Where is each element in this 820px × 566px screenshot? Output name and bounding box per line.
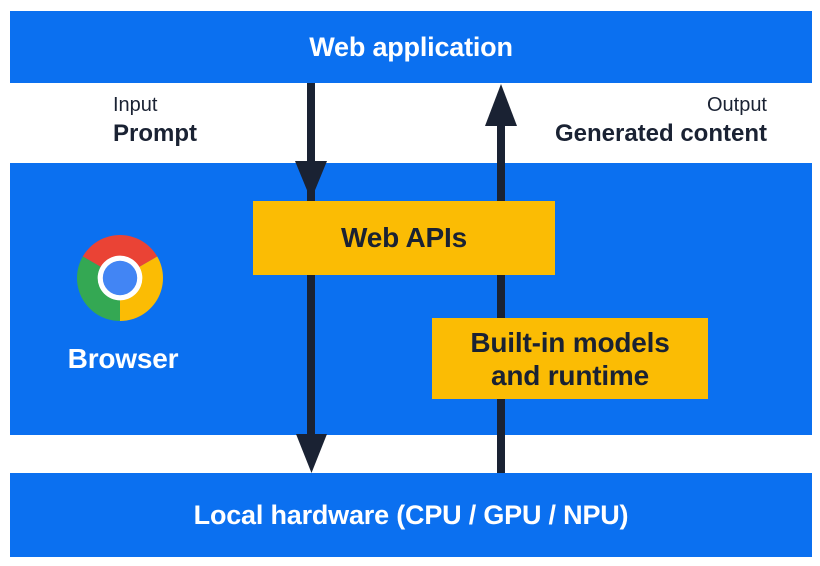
- input-label-group: Input Prompt: [113, 92, 197, 148]
- builtin-models-box: Built-in models and runtime: [432, 318, 708, 399]
- input-value: Prompt: [113, 120, 197, 147]
- web-apis-box: Web APIs: [253, 201, 555, 275]
- input-title: Input: [113, 94, 158, 116]
- builtin-models-label-line1: Built-in models: [470, 326, 670, 358]
- local-hardware-bar: Local hardware (CPU / GPU / NPU): [10, 473, 812, 557]
- output-title: Output: [706, 94, 767, 116]
- output-label-group: Output Generated content: [555, 92, 767, 148]
- web-apis-label: Web APIs: [341, 222, 467, 253]
- local-hardware-label: Local hardware (CPU / GPU / NPU): [193, 499, 629, 530]
- output-value: Generated content: [554, 120, 767, 147]
- web-application-bar: Web application: [10, 11, 812, 83]
- web-application-label: Web application: [309, 31, 513, 62]
- browser-label: Browser: [67, 343, 179, 374]
- builtin-models-label-line2: and runtime: [490, 359, 650, 391]
- chrome-logo-icon: [77, 235, 163, 321]
